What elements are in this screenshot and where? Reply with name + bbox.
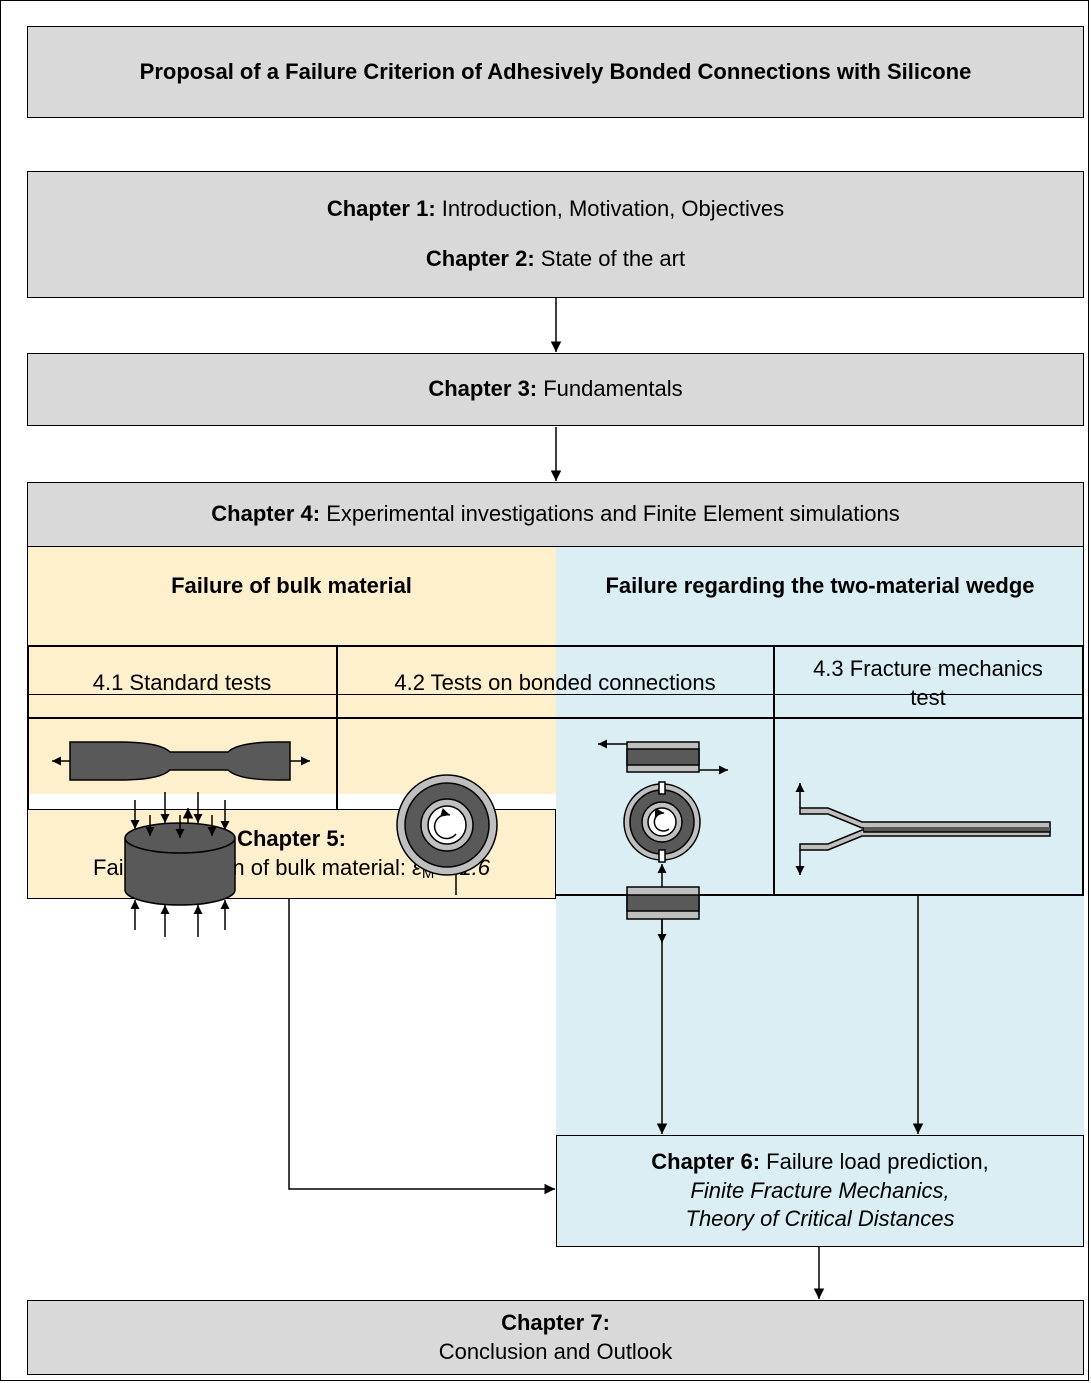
chapter-1-2-box: Chapter 1: Introduction, Motivation, Obj… xyxy=(27,171,1084,298)
chapter-7-label: Chapter 7: xyxy=(501,1309,610,1335)
title-text: Proposal of a Failure Criterion of Adhes… xyxy=(139,58,972,84)
subsection-4-3: 4.3 Fracture mechanics test xyxy=(774,655,1082,712)
chapter-1-line: Chapter 1: Introduction, Motivation, Obj… xyxy=(327,195,784,224)
chapter-6-line2: Finite Fracture Mechanics, xyxy=(690,1177,950,1203)
chapter-7-box: Chapter 7: Conclusion and Outlook xyxy=(27,1300,1084,1375)
arrow-ch5-to-ch6 xyxy=(288,899,555,1195)
subsection-4-3-line1: 4.3 Fracture mechanics xyxy=(813,656,1043,681)
tension-specimen-icon xyxy=(626,864,700,943)
chapter-2-label: Chapter 2: xyxy=(425,246,535,272)
epsilon-symbol: ε xyxy=(412,854,422,880)
chapter-3-box: Chapter 3: Fundamentals xyxy=(27,353,1084,426)
bulk-heading: Failure of bulk material xyxy=(171,573,412,598)
chapter-3-text: Fundamentals xyxy=(537,376,683,402)
compression-cylinder-specimen-icon xyxy=(124,792,236,937)
chapter-3-label: Chapter 3: xyxy=(428,376,538,402)
subsection-4-1: 4.1 Standard tests xyxy=(92,670,272,695)
image-row-right xyxy=(1082,645,1084,895)
chapter-6-line3: Theory of Critical Distances xyxy=(685,1206,955,1232)
subsection-4-2: 4.2 Tests on bonded connections xyxy=(394,670,716,695)
chapter-6-line1: Chapter 6: Failure load prediction, xyxy=(651,1148,988,1177)
chapter-2-text: State of the art xyxy=(534,246,686,272)
chapter-5-label: Chapter 5: xyxy=(237,825,346,851)
chapter-4-header: Chapter 4: Experimental investigations a… xyxy=(27,482,1084,547)
chapter-6-text: Failure load prediction, xyxy=(760,1149,989,1175)
subrow-bottom-line xyxy=(27,717,1084,719)
col-divider-2 xyxy=(773,645,775,895)
dogbone-tension-specimen-icon xyxy=(52,741,310,781)
chapter-6-label: Chapter 6: xyxy=(651,1149,761,1175)
chapter-6-box: Chapter 6: Failure load prediction, Fini… xyxy=(556,1135,1084,1247)
subrow-top-line xyxy=(27,645,1084,647)
lap-shear-specimen-icon xyxy=(598,739,728,775)
flow-arrows xyxy=(182,298,924,1299)
chapter-4-label: Chapter 4: xyxy=(211,501,321,527)
title-box: Proposal of a Failure Criterion of Adhes… xyxy=(27,26,1084,118)
image-row-left xyxy=(27,645,29,895)
chapter-4-text: Experimental investigations and Finite E… xyxy=(320,501,900,527)
bulk-arrow-region xyxy=(27,694,556,727)
chapter-2-line: Chapter 2: State of the art xyxy=(426,245,685,274)
annular-torsion-specimen-icon xyxy=(396,774,498,876)
chapter-1-label: Chapter 1: xyxy=(326,195,436,221)
chapter-4-body xyxy=(27,546,1084,695)
col-divider-1 xyxy=(336,645,338,895)
wedge-heading: Failure regarding the two-material wedge xyxy=(605,573,1035,598)
chapter-1-text: Introduction, Motivation, Objectives xyxy=(435,195,785,221)
chapter-7-text: Conclusion and Outlook xyxy=(438,1338,673,1364)
subsection-4-3-line2: test xyxy=(910,684,946,710)
fracture-specimen-icon xyxy=(795,783,1051,875)
split-annular-specimen-icon xyxy=(623,781,701,863)
